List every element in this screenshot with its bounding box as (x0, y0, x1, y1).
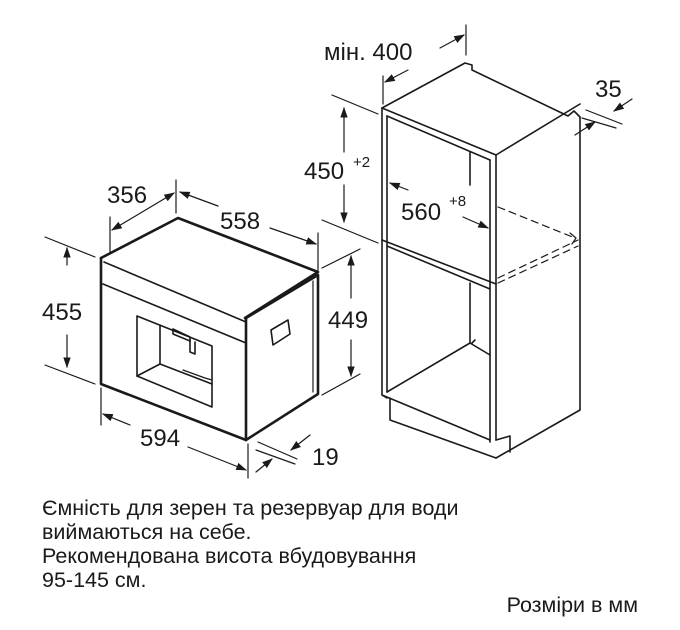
dim-449: 449 (328, 307, 368, 334)
dim-356: 356 (107, 182, 147, 209)
note-line-4: 95-145 см. (42, 568, 147, 592)
installation-notes: Ємність для зерен та резервуар для води … (42, 496, 458, 592)
note-line-3: Рекомендована висота вбудовування (42, 544, 417, 568)
dim-min-400: мін. 400 (324, 39, 412, 66)
dim-19: 19 (312, 444, 339, 471)
dim-450-tolerance: +2 (353, 154, 370, 171)
appliance-drawing: 455 356 558 449 594 19 (42, 179, 368, 479)
dim-35: 35 (595, 76, 622, 103)
units-label: Розміри в мм (506, 593, 638, 617)
dim-455: 455 (42, 299, 82, 326)
note-line-2: виймаються на себе. (42, 520, 252, 544)
installation-drawing: 455 356 558 449 594 19 (42, 24, 633, 479)
dim-450: 450 (304, 158, 344, 185)
dim-560: 560 (401, 199, 441, 226)
niche-drawing: мін. 400 35 450 +2 560 +8 (304, 24, 633, 459)
dim-560-tolerance: +8 (449, 193, 466, 210)
dim-558: 558 (220, 208, 260, 235)
dim-594: 594 (140, 425, 180, 452)
note-line-1: Ємність для зерен та резервуар для води (42, 496, 459, 520)
